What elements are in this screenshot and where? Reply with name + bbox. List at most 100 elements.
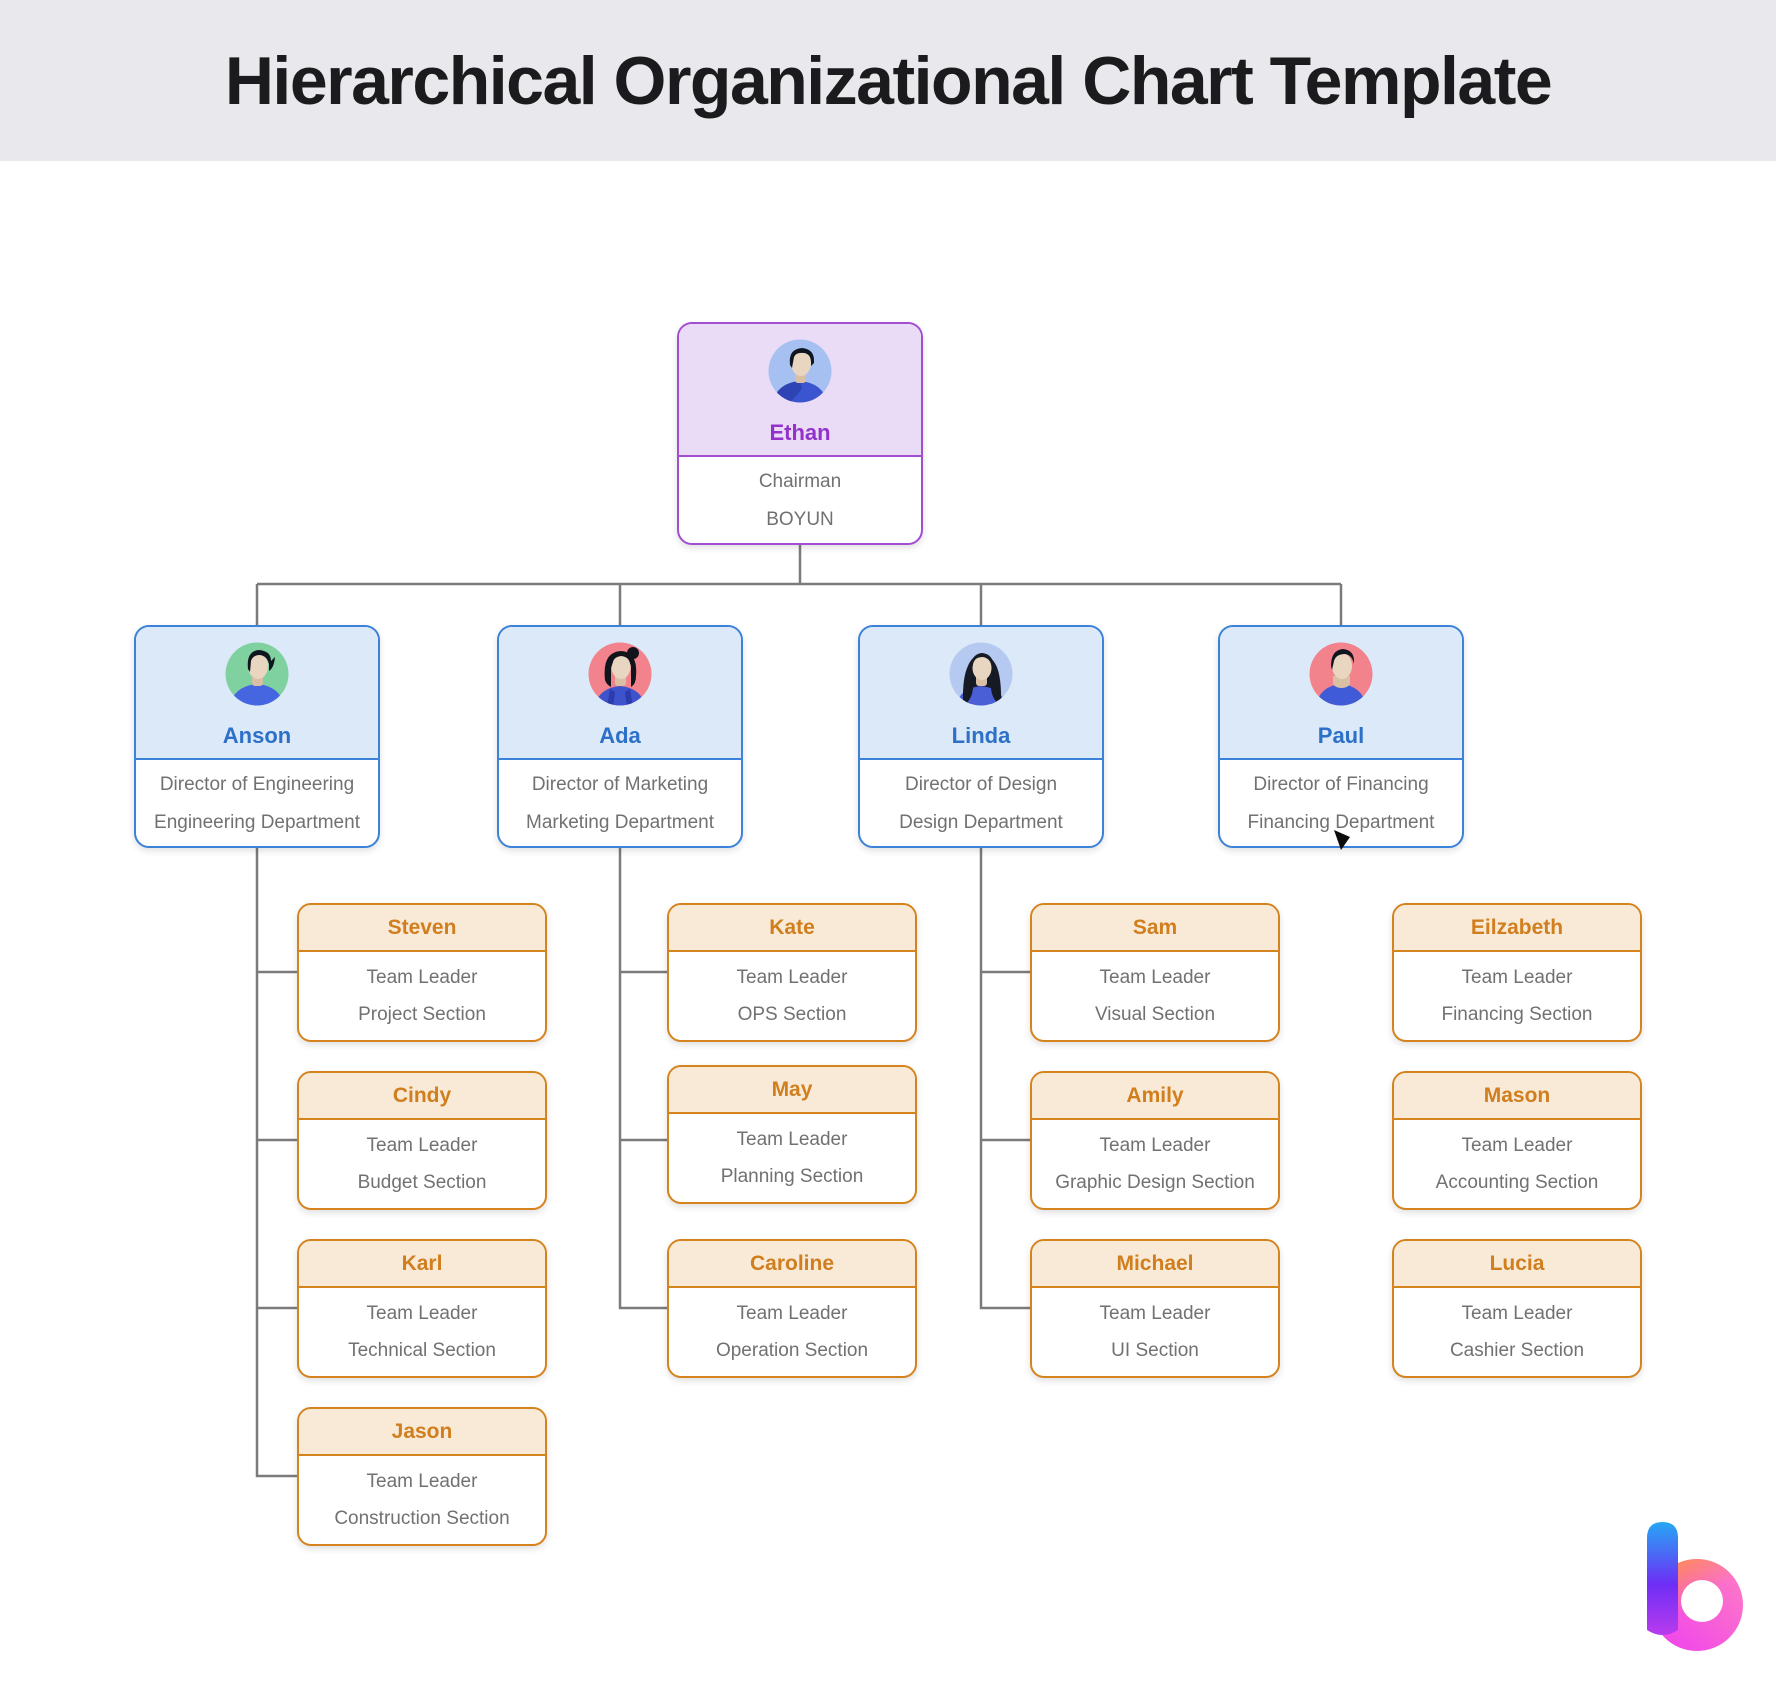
org-node-eilzabeth[interactable]: Eilzabeth Team Leader Financing Section <box>1392 903 1642 1042</box>
org-node-paul[interactable]: Paul Director of Financing Financing Dep… <box>1218 625 1464 848</box>
node-header: Jason <box>299 1409 545 1456</box>
avatar-ada-icon <box>588 642 652 706</box>
node-section: Project Section <box>358 1004 486 1025</box>
node-name: Anson <box>222 723 292 748</box>
root-to-directors-connector <box>255 545 1343 625</box>
org-node-amily[interactable]: Amily Team Leader Graphic Design Section <box>1030 1071 1280 1210</box>
org-node-caroline[interactable]: Caroline Team Leader Operation Section <box>667 1239 917 1378</box>
page-title: Hierarchical Organizational Chart Templa… <box>224 42 1553 119</box>
org-node-michael[interactable]: Michael Team Leader UI Section <box>1030 1239 1280 1378</box>
org-node-sam[interactable]: Sam Team Leader Visual Section <box>1030 903 1280 1042</box>
node-name: Caroline <box>749 1251 835 1275</box>
org-node-ada[interactable]: Ada Director of Marketing Marketing Depa… <box>497 625 743 848</box>
node-role: Team Leader <box>736 967 848 988</box>
node-header: Steven <box>299 905 545 952</box>
node-body: Team Leader Technical Section <box>299 1288 545 1376</box>
node-name: Eilzabeth <box>1470 915 1564 939</box>
node-name: Jason <box>391 1419 453 1443</box>
org-node-karl[interactable]: Karl Team Leader Technical Section <box>297 1239 547 1378</box>
org-node-anson[interactable]: Anson Director of Engineering Engineerin… <box>134 625 380 848</box>
node-header: Paul <box>1220 627 1462 760</box>
node-header: Lucia <box>1394 1241 1640 1288</box>
ada-children-connector <box>618 848 667 1310</box>
org-node-lucia[interactable]: Lucia Team Leader Cashier Section <box>1392 1239 1642 1378</box>
node-name: Steven <box>387 915 457 939</box>
node-role: Chairman <box>758 470 842 492</box>
node-section: Financing Section <box>1441 1004 1593 1025</box>
org-node-kate[interactable]: Kate Team Leader OPS Section <box>667 903 917 1042</box>
node-section: Operation Section <box>715 1340 869 1361</box>
boyun-logo <box>1647 1522 1743 1651</box>
node-role: Team Leader <box>366 1135 478 1156</box>
node-header: Kate <box>669 905 915 952</box>
node-body: Team Leader OPS Section <box>669 952 915 1040</box>
node-header: Sam <box>1032 905 1278 952</box>
node-name: Amily <box>1126 1083 1184 1107</box>
node-body: Team Leader Visual Section <box>1032 952 1278 1040</box>
node-header: Cindy <box>299 1073 545 1120</box>
node-role: Team Leader <box>1461 967 1573 988</box>
node-department: Financing Department <box>1247 811 1435 833</box>
node-header: Anson <box>136 627 378 760</box>
node-department: Marketing Department <box>526 811 714 833</box>
node-role: Director of Engineering <box>159 773 355 795</box>
node-name: Michael <box>1116 1251 1194 1275</box>
node-department: Design Department <box>899 811 1063 833</box>
node-body: Team Leader Construction Section <box>299 1456 545 1544</box>
node-section: Planning Section <box>720 1166 864 1187</box>
node-body: Team Leader Planning Section <box>669 1114 915 1202</box>
node-role: Team Leader <box>1461 1303 1573 1324</box>
node-body: Chairman BOYUN <box>679 457 921 543</box>
node-name: Mason <box>1483 1083 1551 1107</box>
node-header: Mason <box>1394 1073 1640 1120</box>
node-section: Budget Section <box>357 1172 487 1193</box>
node-body: Team Leader Budget Section <box>299 1120 545 1208</box>
node-role: Director of Financing <box>1253 773 1429 795</box>
node-role: Team Leader <box>1099 967 1211 988</box>
node-role: Director of Design <box>904 773 1058 795</box>
node-name: Ada <box>599 723 641 748</box>
avatar-ethan-icon <box>768 339 832 403</box>
node-body: Team Leader Operation Section <box>669 1288 915 1376</box>
avatar-paul-icon <box>1309 642 1373 706</box>
org-node-jason[interactable]: Jason Team Leader Construction Section <box>297 1407 547 1546</box>
node-name: Linda <box>951 723 1011 748</box>
node-company: BOYUN <box>766 508 834 530</box>
node-role: Team Leader <box>736 1129 848 1150</box>
node-body: Team Leader UI Section <box>1032 1288 1278 1376</box>
node-role: Team Leader <box>736 1303 848 1324</box>
node-section: Visual Section <box>1094 1004 1216 1025</box>
node-name: Ethan <box>769 420 831 445</box>
node-body: Director of Design Design Department <box>860 760 1102 846</box>
node-header: May <box>669 1067 915 1114</box>
org-node-cindy[interactable]: Cindy Team Leader Budget Section <box>297 1071 547 1210</box>
node-section: UI Section <box>1111 1340 1199 1361</box>
node-role: Team Leader <box>1461 1135 1573 1156</box>
node-name: Karl <box>401 1251 443 1275</box>
node-body: Team Leader Accounting Section <box>1394 1120 1640 1208</box>
node-header: Ethan <box>679 324 921 457</box>
node-role: Team Leader <box>366 1471 478 1492</box>
org-node-mason[interactable]: Mason Team Leader Accounting Section <box>1392 1071 1642 1210</box>
node-header: Karl <box>299 1241 545 1288</box>
title-band: Hierarchical Organizational Chart Templa… <box>0 0 1776 161</box>
org-node-steven[interactable]: Steven Team Leader Project Section <box>297 903 547 1042</box>
node-body: Director of Marketing Marketing Departme… <box>499 760 741 846</box>
avatar-linda-icon <box>949 642 1013 706</box>
linda-children-connector <box>979 848 1030 1310</box>
node-name: Kate <box>769 915 815 939</box>
node-name: May <box>771 1077 813 1101</box>
node-header: Ada <box>499 627 741 760</box>
node-body: Director of Engineering Engineering Depa… <box>136 760 378 846</box>
org-node-ethan[interactable]: Ethan Chairman BOYUN <box>677 322 923 545</box>
node-section: Graphic Design Section <box>1055 1172 1255 1193</box>
node-name: Cindy <box>392 1083 452 1107</box>
node-section: Construction Section <box>334 1508 510 1529</box>
node-body: Director of Financing Financing Departme… <box>1220 760 1462 846</box>
node-section: OPS Section <box>737 1004 847 1025</box>
org-node-may[interactable]: May Team Leader Planning Section <box>667 1065 917 1204</box>
org-node-linda[interactable]: Linda Director of Design Design Departme… <box>858 625 1104 848</box>
node-header: Caroline <box>669 1241 915 1288</box>
node-body: Team Leader Financing Section <box>1394 952 1640 1040</box>
